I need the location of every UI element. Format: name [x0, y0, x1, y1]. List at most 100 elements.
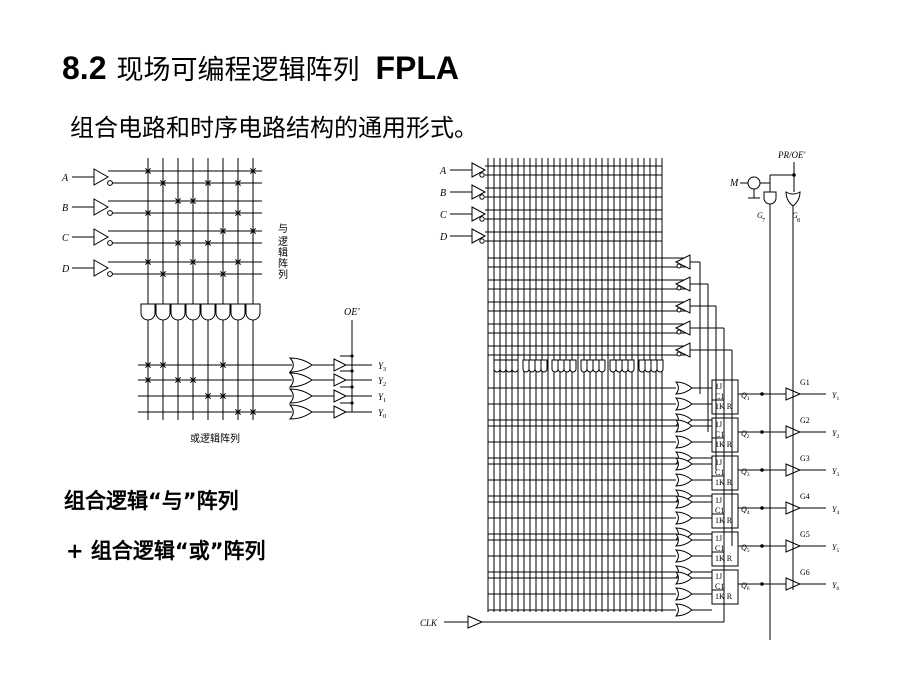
ff-pin-label: 1J [715, 534, 722, 543]
junction-dot [350, 369, 354, 373]
and-gate [540, 359, 548, 373]
and-gate [650, 359, 658, 373]
section-abbr: FPLA [375, 50, 460, 86]
and-gate [140, 303, 156, 321]
output-label-y6: Y6 [832, 581, 839, 592]
fuse-x [175, 240, 181, 246]
and-array-label: 列 [278, 268, 288, 281]
note-or-array: + 组合逻辑“或”阵列 [66, 539, 266, 563]
input-label-a: A [61, 173, 69, 184]
or-gate [674, 457, 693, 471]
and-array-label: 阵 [278, 257, 288, 270]
fuse-x [160, 271, 166, 277]
gate-g8 [785, 191, 801, 207]
output-label-y3: Y3 [832, 467, 839, 478]
fuse-x [205, 180, 211, 186]
and-gate [215, 303, 231, 321]
inverter-bubble [107, 210, 113, 216]
ff-pin-label: C1 [715, 544, 724, 553]
or-array-label: 或逻辑阵列 [190, 432, 240, 445]
clock-buffer [467, 615, 484, 629]
output-label-y3: Y3 [378, 361, 386, 373]
junction-dot [760, 468, 764, 472]
or-gate [674, 381, 693, 395]
and-gate [598, 359, 606, 373]
inverter-bubble [107, 271, 113, 277]
output-gate-label-g3: G3 [800, 454, 810, 463]
and-gate [245, 303, 261, 321]
fuse-x [220, 228, 226, 234]
page-subtitle: 组合电路和时序电路结构的通用形式。 [70, 114, 478, 142]
ff-pin-label: 1J [715, 382, 722, 391]
and-gate [580, 359, 588, 373]
ff-pin-label: 1J [715, 496, 722, 505]
q-label-q1: Q1 [741, 391, 750, 402]
junction-dot [760, 582, 764, 586]
fuse-x [190, 259, 196, 265]
q-label-q3: Q3 [741, 467, 750, 478]
or-gate [674, 571, 693, 585]
input-buffer [471, 228, 487, 244]
fuse-x [250, 168, 256, 174]
and-gate [185, 303, 201, 321]
ff-pin-label: C1 [715, 468, 724, 477]
inverter-bubble [107, 240, 113, 246]
gate-label-g7: 7 [762, 218, 765, 224]
junction-dot [350, 354, 354, 358]
and-gate [569, 359, 577, 373]
ff-pin-label: C1 [715, 392, 724, 401]
pr-oe-label: PR/OE' [777, 150, 806, 160]
output-label-y1: Y1 [378, 392, 386, 404]
input-buffer [93, 198, 110, 216]
section-number: 8.2 [62, 50, 107, 86]
and-gate [511, 359, 519, 373]
output-gate-label-g1: G1 [800, 378, 810, 387]
fuse-x [145, 210, 151, 216]
or-gate [674, 419, 693, 433]
fuse-x [235, 409, 241, 415]
fuse-x [175, 377, 181, 383]
and-gate [230, 303, 246, 321]
and-gate [557, 359, 565, 373]
or-gate [674, 435, 693, 449]
q-label-q6: Q6 [741, 581, 750, 592]
inverter-bubble [107, 180, 113, 186]
and-gate [155, 303, 171, 321]
or-gate [674, 397, 693, 411]
output-gate-label-g6: G6 [800, 568, 810, 577]
and-array-label: 逻 [278, 236, 288, 248]
fuse-x [160, 180, 166, 186]
junction-dot [760, 544, 764, 548]
input-buffer [93, 168, 110, 186]
junction-dot [350, 385, 354, 389]
ff-pin-label: 1J [715, 572, 722, 581]
input-buffer [471, 206, 487, 222]
inverter-bubble [479, 216, 485, 222]
fuse-x [190, 198, 196, 204]
or-gate [674, 603, 693, 617]
and-gate [551, 359, 559, 373]
junction-dot [760, 430, 764, 434]
and-gate [563, 359, 571, 373]
note-and-array: 组合逻辑“与”阵列 [64, 489, 239, 513]
jk-flip-flop [711, 493, 739, 529]
fuse-x [145, 259, 151, 265]
q-label-q4: Q4 [741, 505, 750, 516]
oe-label: OE' [344, 307, 360, 318]
gate-label-g8: 8 [797, 218, 800, 224]
or-gate [288, 357, 313, 373]
output-label-y1: Y1 [832, 391, 839, 402]
and-gate [505, 359, 513, 373]
or-gate [674, 495, 693, 509]
input-buffer [93, 228, 110, 246]
output-label-y4: Y4 [832, 505, 839, 516]
fuse-x [160, 362, 166, 368]
or-gate [288, 372, 313, 388]
input-label-b: B [440, 188, 446, 199]
and-gate [627, 359, 635, 373]
ff-pin-label: C1 [715, 506, 724, 515]
input-buffer [471, 162, 487, 178]
fuse-x [220, 271, 226, 277]
